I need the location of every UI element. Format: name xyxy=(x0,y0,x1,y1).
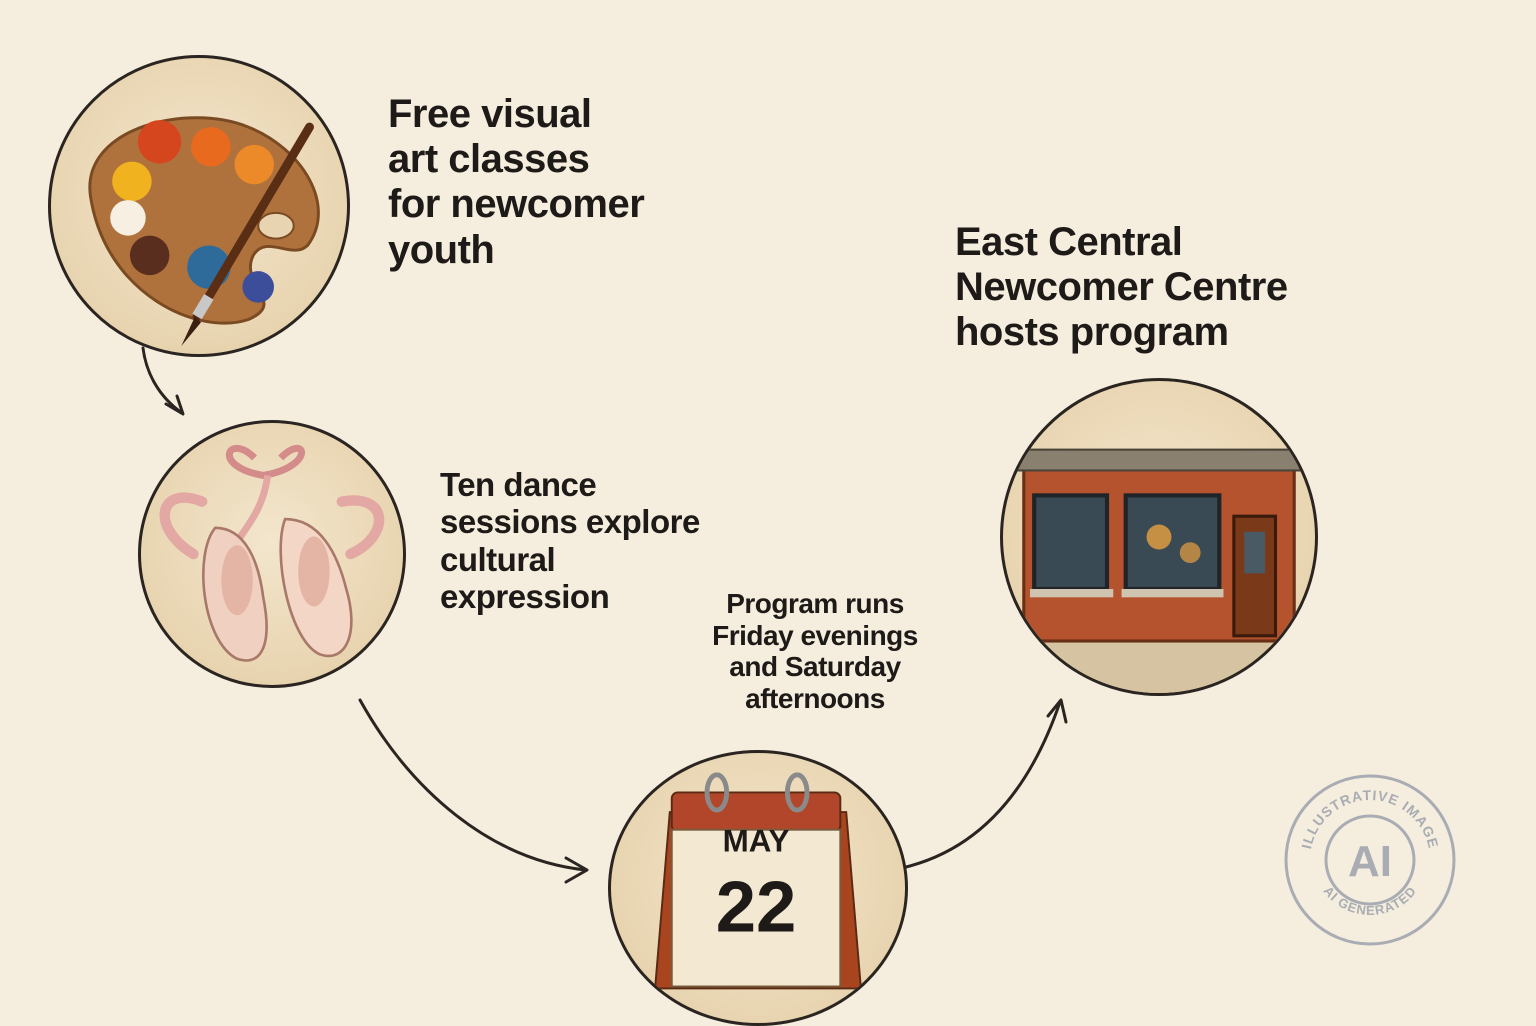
calendar-day: 22 xyxy=(716,867,797,948)
arrowhead-shoes-to-calendar xyxy=(564,856,589,884)
arrowhead-palette-to-shoes xyxy=(164,394,185,416)
arrowhead-calendar-to-building xyxy=(1046,698,1068,724)
calendar-month: MAY xyxy=(723,823,790,858)
svg-text:AI GENERATED: AI GENERATED xyxy=(1321,883,1420,918)
calendar-circle: MAY 22 xyxy=(608,750,908,1026)
step-4-label: East Central Newcomer Centre hosts progr… xyxy=(955,220,1288,355)
ballet-shoes-icon xyxy=(159,444,385,662)
building-circle xyxy=(1000,378,1318,696)
step-2-label: Ten dance sessions explore cultural expr… xyxy=(440,466,700,615)
arrow-shoes-to-calendar xyxy=(358,698,588,872)
arrow-calendar-to-building xyxy=(900,700,1062,870)
building-icon xyxy=(1003,448,1315,693)
calendar-icon: MAY 22 xyxy=(654,772,862,990)
palette-icon xyxy=(88,116,320,347)
badge-bottom-text: AI GENERATED xyxy=(1321,883,1419,918)
step-1-label: Free visual art classes for newcomer you… xyxy=(388,92,645,272)
ballet-shoes-circle xyxy=(138,420,406,688)
ai-generated-badge: ILLUSTRATIVE IMAGE AI AI GENERATED xyxy=(1282,772,1458,948)
palette-circle xyxy=(48,55,350,357)
badge-center-text: AI xyxy=(1348,837,1392,886)
step-3-label: Program runs Friday evenings and Saturda… xyxy=(712,588,918,714)
arrow-palette-to-shoes xyxy=(141,346,184,415)
